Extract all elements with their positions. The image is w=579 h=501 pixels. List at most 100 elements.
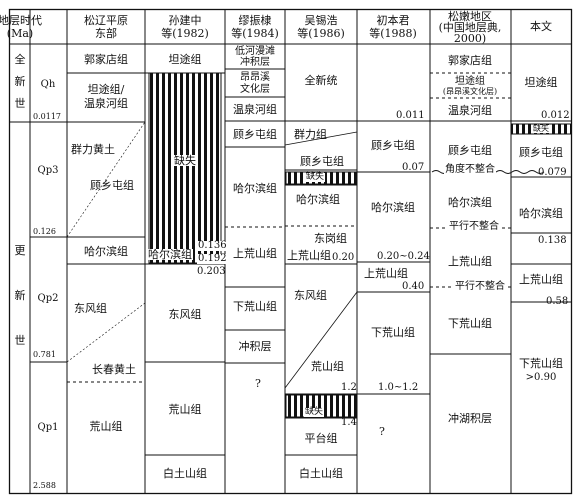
era-pleistocene-1: 更 [14, 244, 26, 257]
col4-guxiangtun: 顾乡屯组 [300, 155, 344, 168]
stage-qp1-age: 2.588 [33, 481, 56, 490]
col4-age-020: 0.20 [332, 252, 355, 263]
col7-shanghuang: 上荒山组 [519, 273, 563, 286]
col6-guxiangtun: 顾乡屯组 [448, 144, 492, 157]
header-col6-line1: 松嫩地区 [448, 10, 492, 23]
col5-guxiangtun: 顾乡屯组 [371, 139, 415, 152]
col1-guojiadian: 郭家店组 [84, 53, 128, 66]
header-era: 地层时代 [0, 14, 42, 27]
col2-age-2: 0.192 [197, 253, 228, 264]
header-era-unit: (Ma) [6, 27, 34, 40]
gap-hatch-col4-lower [285, 394, 357, 418]
col1-dongfeng: 东风组 [74, 302, 107, 315]
col1-qunli-loess: 群力黄土 [71, 143, 115, 156]
era-holocene-2: 新 [14, 75, 26, 88]
col6-wenquan: 温泉河组 [448, 104, 492, 117]
col6-shanghuang: 上荒山组 [448, 255, 492, 268]
col4-gap-lower: 缺失 [304, 407, 325, 417]
col4-quanxin: 全新统 [304, 74, 338, 87]
col4-huangshan: 荒山组 [311, 360, 344, 373]
col5-xiahuang: 下荒山组 [371, 326, 415, 339]
header-col6-line3: 2000) [453, 32, 487, 45]
stage-qp3: Qp3 [37, 165, 59, 176]
col4-shanghuang: 上荒山组 [287, 249, 331, 262]
col6-tantu: 坦途组 [455, 76, 485, 87]
col7-guxiangtun: 顾乡屯组 [519, 146, 563, 159]
header-col5-line2: 等(1988) [369, 27, 417, 40]
col1-tantu-wenquan-2: 温泉河组 [84, 97, 128, 110]
col5-age-10-12: 1.0~1.2 [378, 382, 419, 393]
header-col5-line1: 初本君 [376, 14, 410, 27]
col6-guojiadian: 郭家店组 [448, 54, 492, 67]
col5-question: ? [379, 425, 385, 438]
col7-gap: 缺失 [532, 124, 550, 133]
stage-qh-age: 0.0117 [33, 112, 61, 121]
col2-baitushan: 白土山组 [163, 467, 207, 480]
col5-age-040: 0.40 [402, 281, 425, 292]
col1-tantu-wenquan-1: 坦途组/ [87, 83, 125, 96]
col7-age-090: >0.90 [525, 372, 557, 383]
header-col1-line2: 东部 [95, 27, 117, 40]
col4-haerbin: 哈尔滨组 [296, 193, 340, 206]
col7-age-058: 0.58 [546, 296, 569, 307]
col1-huangshan: 荒山组 [89, 420, 123, 433]
header-col4-line1: 吴锡浩 [304, 14, 338, 27]
col7-age-0079: 0.079 [538, 167, 567, 178]
stage-qp2-age: 0.781 [33, 350, 56, 359]
col3-angang-1: 昂昂溪 [240, 72, 270, 83]
stage-qp3-age: 0.126 [33, 227, 56, 236]
col5-shanghuang: 上荒山组 [364, 267, 408, 280]
stage-qh: Qh [40, 79, 56, 90]
era-holocene-1: 全 [14, 53, 26, 66]
col3-shanghuang: 上荒山组 [233, 247, 277, 260]
header-col3-line1: 缪振棣 [238, 14, 272, 27]
col3-chongji: 冲积层 [238, 340, 272, 353]
col2-age-3: 0.203 [197, 266, 226, 277]
header-col2-line1: 孙建中 [168, 14, 202, 27]
col3-wenquan: 温泉河组 [233, 103, 277, 116]
col3-dihe-2: 冲积层 [240, 57, 270, 68]
col4-gap: 缺失 [305, 172, 326, 182]
col4-dongfeng: 东风组 [294, 289, 327, 302]
header-col3-line2: 等(1984) [231, 27, 279, 40]
header-col4-line2: 等(1986) [297, 27, 345, 40]
col2-age-1: 0.136 [197, 240, 228, 251]
era-pleistocene-2: 新 [14, 289, 26, 302]
col6-parallel-unconformity-2: 平行不整合 [454, 281, 506, 292]
col5-haerbin: 哈尔滨组 [371, 201, 415, 214]
col6-parallel-unconformity-1: 平行不整合 [448, 221, 500, 232]
col7-haerbin: 哈尔滨组 [519, 207, 563, 220]
col3-dihe-1: 低河漫滩 [235, 46, 275, 57]
col6-angang: (昂昂溪文化层) [442, 87, 498, 96]
col1-haerbin: 哈尔滨组 [84, 245, 128, 258]
col4-baitushan: 白土山组 [299, 467, 343, 480]
col4-age-14: 1.4 [341, 417, 357, 428]
col1-changchun-loess: 长春黄土 [92, 363, 136, 376]
stage-qp2: Qp2 [37, 293, 59, 304]
col7-age-0138: 0.138 [538, 235, 567, 246]
col2-haerbin: 哈尔滨组 [147, 248, 193, 261]
col6-haerbin: 哈尔滨组 [448, 196, 492, 209]
header-col7: 本文 [530, 20, 552, 33]
col3-haerbin: 哈尔滨组 [233, 182, 277, 195]
col3-angang-2: 文化层 [240, 84, 270, 95]
col5-age-0011: 0.011 [396, 110, 425, 121]
col3-question: ? [255, 377, 261, 390]
col7-age-0012: 0.012 [541, 110, 570, 121]
col3-xiahuang: 下荒山组 [233, 300, 277, 313]
era-pleistocene-3: 世 [14, 334, 26, 347]
col2-gap: 缺失 [173, 154, 197, 167]
col3-guxiangtun: 顾乡屯组 [233, 128, 277, 141]
col6-xiahuang: 下荒山组 [448, 317, 492, 330]
col6-angular-unconformity: 角度不整合 [444, 164, 496, 175]
col5-age-020-024: 0.20~0.24 [377, 251, 430, 262]
stage-qp1: Qp1 [37, 422, 59, 433]
col1-guxiangtun: 顾乡屯组 [90, 179, 134, 192]
col7-xiahuang: 下荒山组 [519, 357, 563, 370]
col4-donggang: 东岗组 [314, 232, 347, 245]
header-col1-line1: 松辽平原 [84, 14, 128, 27]
col4-age-12: 1.2 [341, 382, 357, 393]
gap-hatch-col2 [148, 72, 222, 264]
col4-pingtai: 平台组 [304, 432, 338, 445]
